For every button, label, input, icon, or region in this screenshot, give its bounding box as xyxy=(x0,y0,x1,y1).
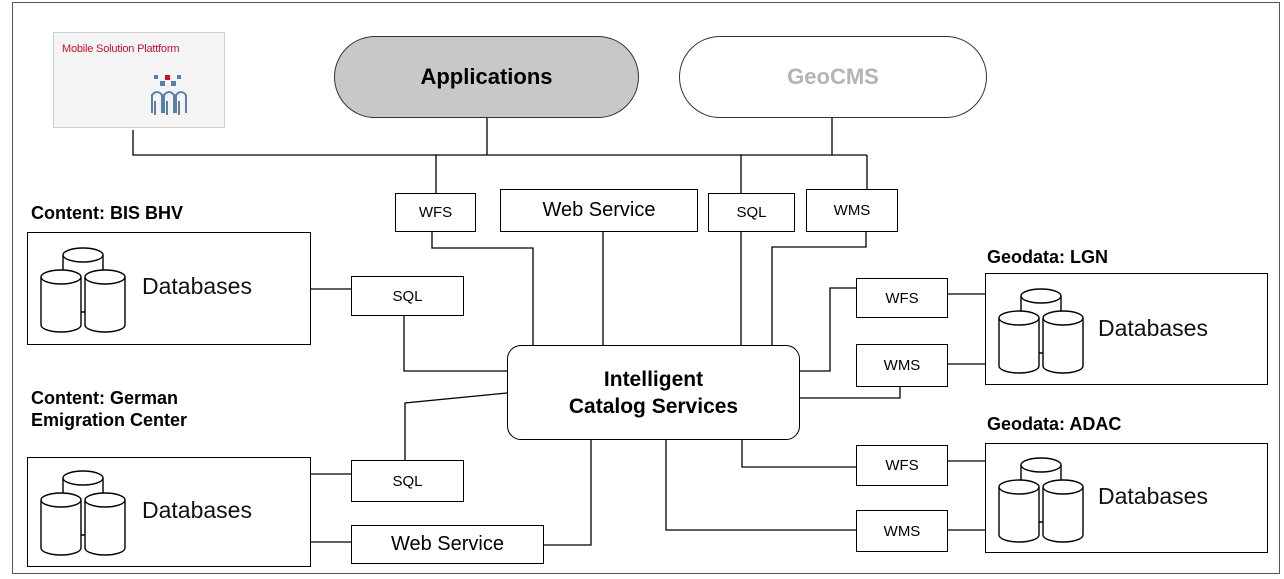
diagram-frame xyxy=(12,2,1280,574)
sql-left2-box: SQL xyxy=(351,460,464,502)
bis-bhv-title: Content: BIS BHV xyxy=(31,203,183,223)
catalog-line-2: Catalog Services xyxy=(568,394,739,418)
lgn-db-label: Databases xyxy=(1098,315,1208,341)
catalog-to-wfs-lgn xyxy=(800,287,856,372)
catalog-to-wfs-adac xyxy=(741,440,856,468)
mobile-solution-logo: Mobile Solution Plattform xyxy=(53,32,225,128)
adac-title: Geodata: ADAC xyxy=(987,414,1122,434)
sql-left1-box: SQL xyxy=(351,276,464,316)
wfs-adac-box: WFS xyxy=(856,445,948,486)
wms-lgn-box: WMS xyxy=(856,344,948,387)
wms-adac-box: WMS xyxy=(856,510,948,552)
database-icon xyxy=(998,457,1084,543)
wfs-lgn-box: WFS xyxy=(856,278,948,318)
adac-panel: Databases xyxy=(985,443,1268,553)
database-icon xyxy=(998,288,1084,374)
wms-top-box: WMS xyxy=(806,189,898,232)
intelligent-catalog-services: Intelligent Catalog Services xyxy=(507,345,800,440)
dec-db-label: Databases xyxy=(142,497,252,523)
database-icon xyxy=(40,470,126,556)
database-icon xyxy=(40,247,126,333)
catalog-to-sql2 xyxy=(404,392,508,460)
people-group-icon xyxy=(151,75,187,115)
dec-panel: Databases xyxy=(27,457,311,567)
applications-node: Applications xyxy=(334,36,639,118)
sql1-to-catalog xyxy=(403,316,507,372)
wms-to-catalog xyxy=(771,232,867,345)
catalog-to-wms-lgn xyxy=(800,387,901,399)
dec-title-line-2: Emigration Center xyxy=(31,410,188,430)
web-service-top-box: Web Service xyxy=(500,189,698,232)
lgn-panel: Databases xyxy=(985,273,1268,385)
logo-text: Mobile Solution Plattform xyxy=(62,43,180,55)
webservice-to-catalog-bottom xyxy=(544,440,592,546)
dec-title: Content: German Emigration Center xyxy=(31,387,187,431)
dec-title-line-1: Content: German xyxy=(31,388,179,408)
top-bus-line xyxy=(132,130,867,156)
catalog-line-1: Intelligent xyxy=(603,367,704,391)
adac-db-label: Databases xyxy=(1098,483,1208,509)
bis-db-label: Databases xyxy=(142,273,252,299)
lgn-title: Geodata: LGN xyxy=(987,247,1109,267)
wfs-to-catalog xyxy=(431,232,534,345)
web-service-bottom-box: Web Service xyxy=(351,525,544,564)
sql-top-box: SQL xyxy=(708,193,795,232)
bis-bhv-panel: Databases xyxy=(27,232,311,345)
wfs-top-box: WFS xyxy=(395,193,476,232)
catalog-to-wms-adac xyxy=(665,440,856,531)
geocms-node: GeoCMS xyxy=(679,36,987,118)
